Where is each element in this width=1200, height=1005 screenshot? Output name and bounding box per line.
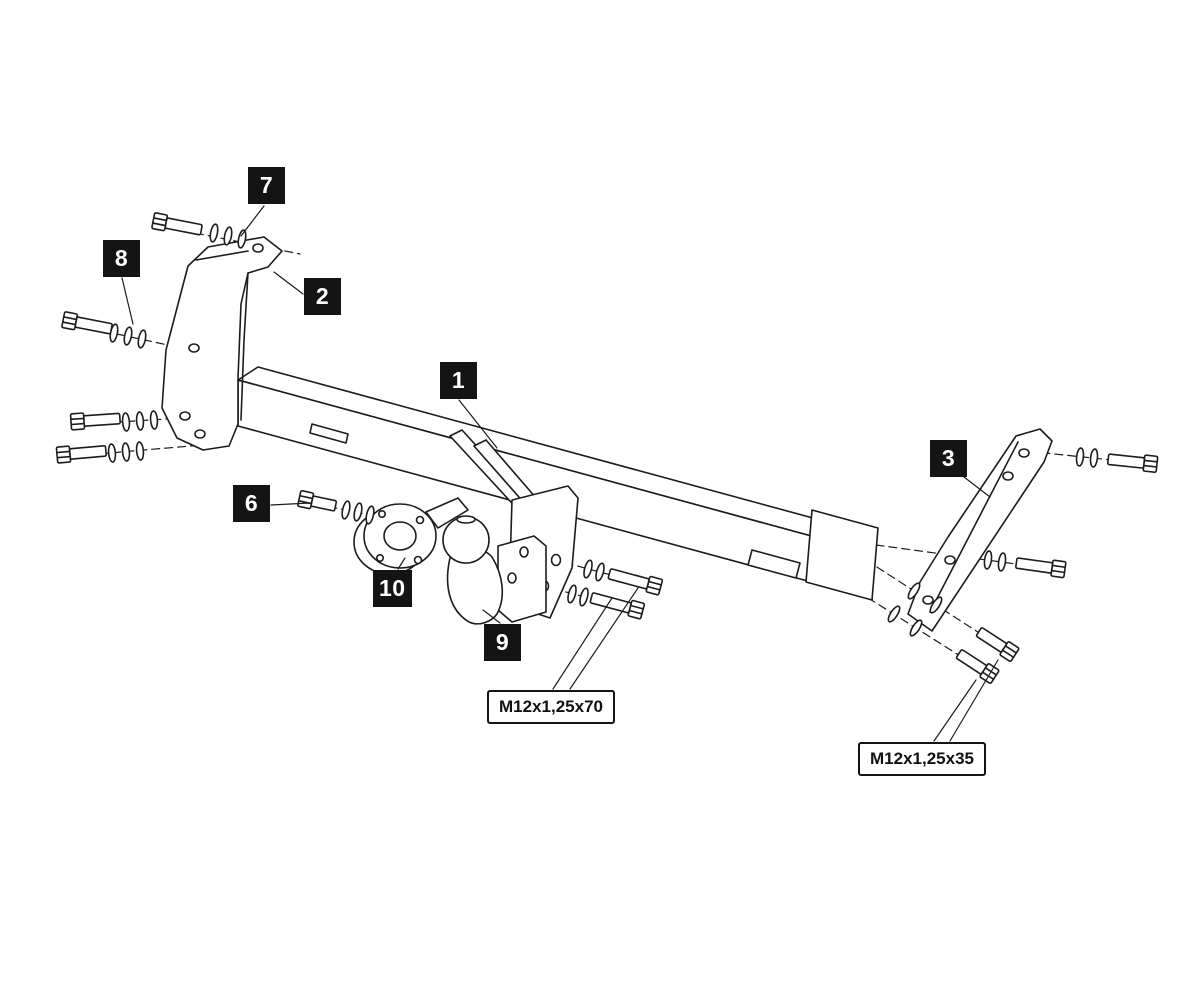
part-label-2: 2 (304, 278, 341, 315)
part-label-8: 8 (103, 240, 140, 277)
spec-label-m12x1-25x35: M12x1,25x35 (858, 742, 986, 776)
leader-lines (121, 205, 999, 742)
right-bracket (907, 428, 1053, 632)
part-label-3: 3 (930, 440, 967, 477)
part-label-6: 6 (233, 485, 270, 522)
part-label-9: 9 (484, 624, 521, 661)
spec-label-m12x1-25x70: M12x1,25x70 (487, 690, 615, 724)
washers (107, 223, 1099, 637)
crossbeam (237, 366, 869, 593)
beam-end-plate (805, 509, 879, 601)
part-label-1: 1 (440, 362, 477, 399)
socket-plate (353, 497, 469, 575)
part-label-7: 7 (248, 167, 285, 204)
part-label-10: 10 (373, 570, 412, 607)
bolts (55, 212, 1159, 685)
tow-ball (442, 515, 547, 625)
